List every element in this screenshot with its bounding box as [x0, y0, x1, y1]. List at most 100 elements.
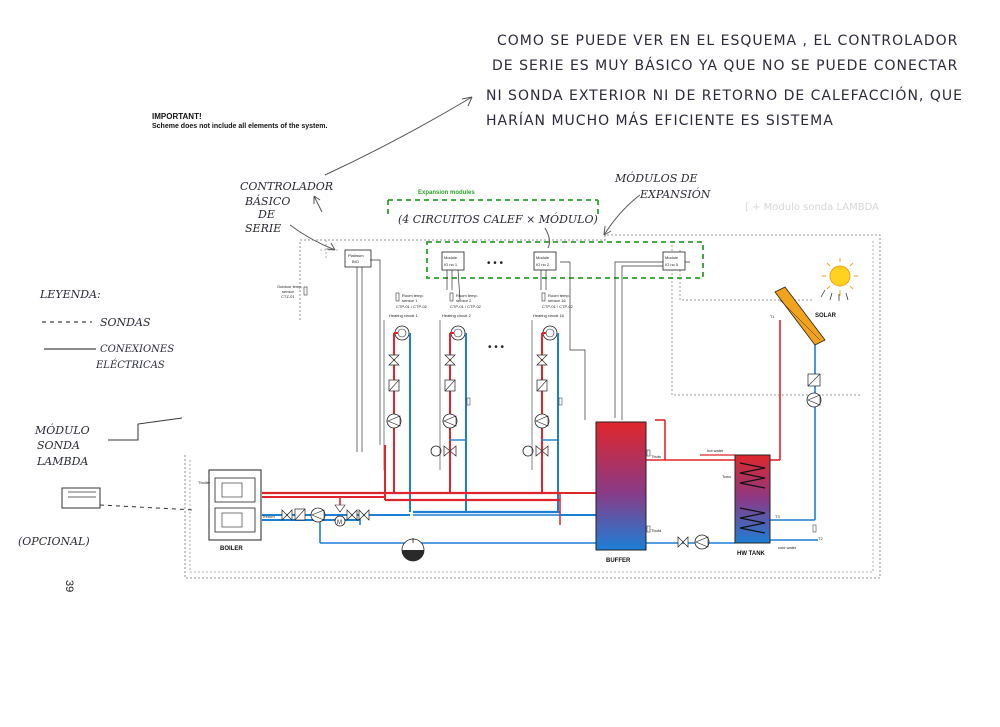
svg-text:sensor 2: sensor 2 — [456, 298, 472, 303]
important-text: Scheme does not include all elements of … — [152, 123, 327, 130]
top-handwritten-note: COMO SE PUEDE VER EN EL ESQUEMA , EL CON… — [486, 33, 963, 129]
legend: LEYENDA: SONDAS CONEXIONES ELÉCTRICAS — [39, 288, 174, 371]
svg-text:Heating circuit 1: Heating circuit 1 — [389, 313, 418, 318]
lambda-line-2: SONDA — [37, 439, 80, 452]
circuit-3-pump-arrow — [535, 415, 549, 427]
circuit-3-mixing-motor-icon — [522, 445, 534, 457]
expansion-label: Expansion modules — [418, 190, 475, 196]
hw-coil-upper-icon — [739, 462, 766, 489]
circuit-3-mixing-valve-icon — [535, 445, 549, 457]
expansion-note: MÓDULOS DE EXPANSIÓN — [614, 171, 711, 201]
circuit-3-tcfd-sensor-icon — [558, 397, 563, 406]
expansion-note-line-1: MÓDULOS DE — [614, 171, 698, 185]
svg-text:Heating circuit 16: Heating circuit 16 — [533, 313, 565, 318]
note-line-3: NI SONDA EXTERIOR NI DE RETORNO DE CALEF… — [486, 86, 963, 104]
sensor-tbufu-label: Tbufu — [651, 454, 661, 459]
circuit-2-mixing-valve-icon — [443, 445, 457, 457]
legend-conexiones-1: CONEXIONES — [100, 344, 174, 355]
circuit-16-labels: Room temp. sensor 16 CTP-01 / CTP-02 Hea… — [533, 292, 574, 318]
module-io-2: Module IO no 2 — [533, 251, 557, 271]
circuits-note: (4 CIRCUITOS CALEF × MÓDULO) — [398, 212, 598, 226]
important-title: IMPORTANT! — [152, 112, 202, 121]
hw-tank: HW TANK hot water cold water Tcwu T3 T2 — [707, 448, 823, 557]
solar-pump-icon — [806, 392, 822, 408]
arrow-expansion-line — [603, 194, 641, 236]
controller-note-line-3: DE — [257, 208, 275, 221]
arrow-to-note — [324, 96, 473, 176]
solar-label: SOLAR — [815, 313, 837, 319]
outdoor-sensor-icon — [303, 286, 308, 296]
sensor-t1-label: T1 — [770, 314, 775, 319]
optional-note: (OPCIONAL) — [18, 535, 90, 548]
cold-water-label: cold water — [778, 545, 797, 550]
arrowhead-expansion-icon — [603, 225, 612, 236]
lambda-note: MÓDULO SONDA LAMBDA (OPCIONAL) 39 — [18, 417, 196, 592]
svg-text:CTP-01 / CTP-02: CTP-01 / CTP-02 — [450, 304, 482, 309]
hw-coil-lower-icon — [739, 507, 766, 534]
circuit-2-labels: Room temp. sensor 2 CTP-01 / CTP-02 Heat… — [442, 292, 482, 318]
circuit-2-tcfd-sensor-icon — [466, 397, 471, 406]
svg-text:CTP-01 / CTP-02: CTP-01 / CTP-02 — [542, 304, 574, 309]
heating-circuits — [383, 320, 563, 512]
arrowhead-note-icon — [461, 96, 473, 107]
hot-water-label: hot water — [707, 448, 724, 453]
arrowhead-controller-icon — [326, 242, 336, 251]
lambda-line-3: LAMBDA — [36, 455, 88, 468]
svg-text:M: M — [337, 520, 342, 526]
hw-tank-label: HW TANK — [737, 551, 766, 557]
buffer-label: BUFFER — [606, 558, 631, 564]
hw-pump — [677, 534, 710, 550]
legend-title: LEYENDA: — [39, 288, 101, 301]
legend-conexiones-2: ELÉCTRICAS — [95, 359, 165, 371]
module-io-5: Module IO no 5 — [662, 251, 686, 271]
circuit-2-pump-arrow — [443, 415, 457, 427]
note-line-4: HARÍAN MUCHO MÁS EFICIENTE ES SISTEMA — [486, 112, 834, 129]
page-number: 39 — [63, 580, 75, 592]
sensor-treturn-label: Treturn — [262, 514, 275, 519]
circuit-3-valve-icon — [536, 354, 548, 366]
faint-note: [ + Modulo sonda LAMBDA — [745, 202, 879, 213]
main-pipes — [262, 320, 818, 544]
module-io-1: Module IO no 1 — [441, 251, 465, 271]
solar-collector: SOLAR T1 — [770, 258, 858, 533]
outdoor-label-1: Outdoor temp. — [277, 284, 303, 289]
module-5-sub: IO no 5 — [665, 262, 679, 267]
lambda-module-box — [61, 487, 101, 509]
note-line-2: DE SERIE ES MUY BÁSICO YA QUE NO SE PUED… — [492, 57, 958, 74]
circuit-1-labels: Room temp. sensor 1 CTP-01 / CTP-02 Heat… — [389, 292, 428, 318]
boiler: BOILER Tboiler Treturn — [198, 469, 275, 552]
lambda-bracket — [108, 417, 183, 441]
room-sensor-2-icon — [449, 292, 454, 302]
boiler-loop-devices: M — [281, 504, 370, 527]
platinum-controller: Platinum BIO — [344, 249, 372, 268]
expansion-vessel — [401, 538, 425, 562]
controller-note: CONTROLADOR BÁSICO DE SERIE — [240, 180, 333, 235]
circuit-1-valve-icon — [388, 354, 400, 366]
circuit-2-mixing-motor-icon — [430, 445, 442, 457]
circuit-dots: • • • — [488, 342, 505, 353]
expansion-note-line-2: EXPANSIÓN — [639, 187, 711, 201]
module-5-label: Module — [665, 255, 679, 260]
module-1-sub: IO no 1 — [444, 262, 458, 267]
platinum-sub: BIO — [352, 259, 359, 264]
arrow-controller-line — [289, 224, 336, 251]
svg-text:Room temp.: Room temp. — [548, 293, 570, 298]
outdoor-label-3: CTZ-01 — [281, 294, 295, 299]
sensor-tcwu-label: Tcwu — [722, 474, 731, 479]
module-2-sub: IO no 2 — [536, 262, 550, 267]
arrow-circuits-icon — [544, 227, 550, 249]
circuit-2-valve-icon — [444, 354, 456, 366]
controller-note-line-4: SERIE — [245, 222, 281, 235]
sun-icon — [829, 265, 851, 287]
svg-text:Room temp.: Room temp. — [456, 293, 478, 298]
sensor-t2-label: T2 — [818, 536, 823, 541]
module-1-label: Module — [444, 255, 458, 260]
room-sensor-16-icon — [541, 292, 546, 302]
room-sensor-1-icon — [395, 292, 400, 302]
sensor-t3-label: T3 — [775, 514, 780, 519]
circuit-3-pump-icon — [534, 413, 550, 429]
circuit-1-filter-slash — [388, 379, 400, 392]
controller-note-line-2: BÁSICO — [244, 194, 290, 208]
svg-text:sensor 1: sensor 1 — [402, 298, 418, 303]
